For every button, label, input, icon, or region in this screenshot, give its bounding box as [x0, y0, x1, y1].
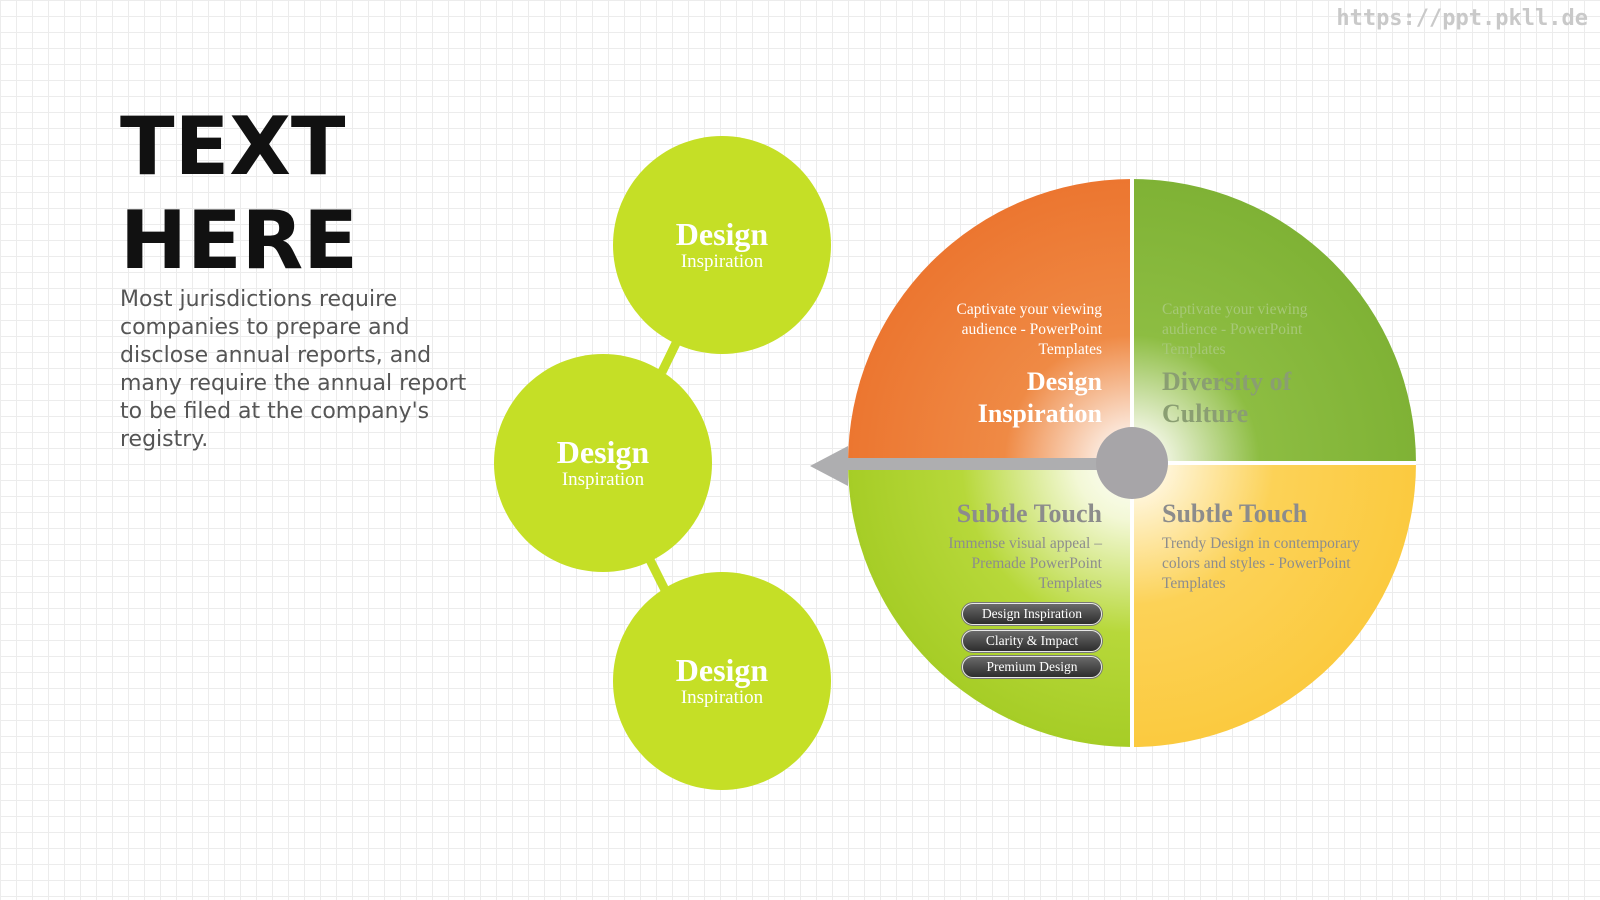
br-heading: Subtle Touch	[1162, 499, 1308, 528]
pointer-shaft	[848, 458, 1128, 470]
bubble-top-subtitle: Inspiration	[680, 251, 764, 272]
quadrant-bottom-right	[1132, 463, 1416, 747]
bubble-bottom: Design Inspiration	[613, 572, 831, 790]
body-paragraph: Most jurisdictions require companies to …	[120, 287, 467, 452]
pill-premium-design: Premium Design	[962, 656, 1102, 678]
connector-bottom	[645, 557, 671, 595]
quadrant-top-left	[848, 179, 1132, 463]
bubble-middle: Design Inspiration	[494, 354, 712, 572]
bubble-bottom-subtitle: Inspiration	[680, 687, 764, 708]
quadrant-top-right	[1132, 179, 1416, 463]
slide-title: TEXT HERE	[120, 100, 358, 287]
bubble-top: Design Inspiration	[613, 136, 831, 354]
tr-heading: Diversity of Culture	[1162, 367, 1292, 428]
br-description: Trendy Design in contemporary colors and…	[1162, 535, 1360, 592]
bl-description: Immense visual appeal – Premade PowerPoi…	[948, 535, 1102, 592]
bubble-middle-subtitle: Inspiration	[561, 469, 645, 490]
watermark: https://ppt.pkll.de	[1336, 6, 1588, 31]
pill-design-inspiration: Design Inspiration	[962, 603, 1102, 625]
tl-description: Captivate your viewing audience - PowerP…	[956, 301, 1103, 358]
bl-heading: Subtle Touch	[956, 499, 1102, 528]
center-hub	[1096, 427, 1168, 499]
bubble-bottom-title: Design	[675, 652, 769, 688]
pill-clarity-impact: Clarity & Impact	[962, 630, 1102, 652]
tr-description: Captivate your viewing audience - PowerP…	[1162, 301, 1308, 358]
bubble-top-title: Design	[675, 216, 769, 252]
tl-heading: Design Inspiration	[977, 367, 1102, 428]
bubble-middle-title: Design	[556, 434, 650, 470]
